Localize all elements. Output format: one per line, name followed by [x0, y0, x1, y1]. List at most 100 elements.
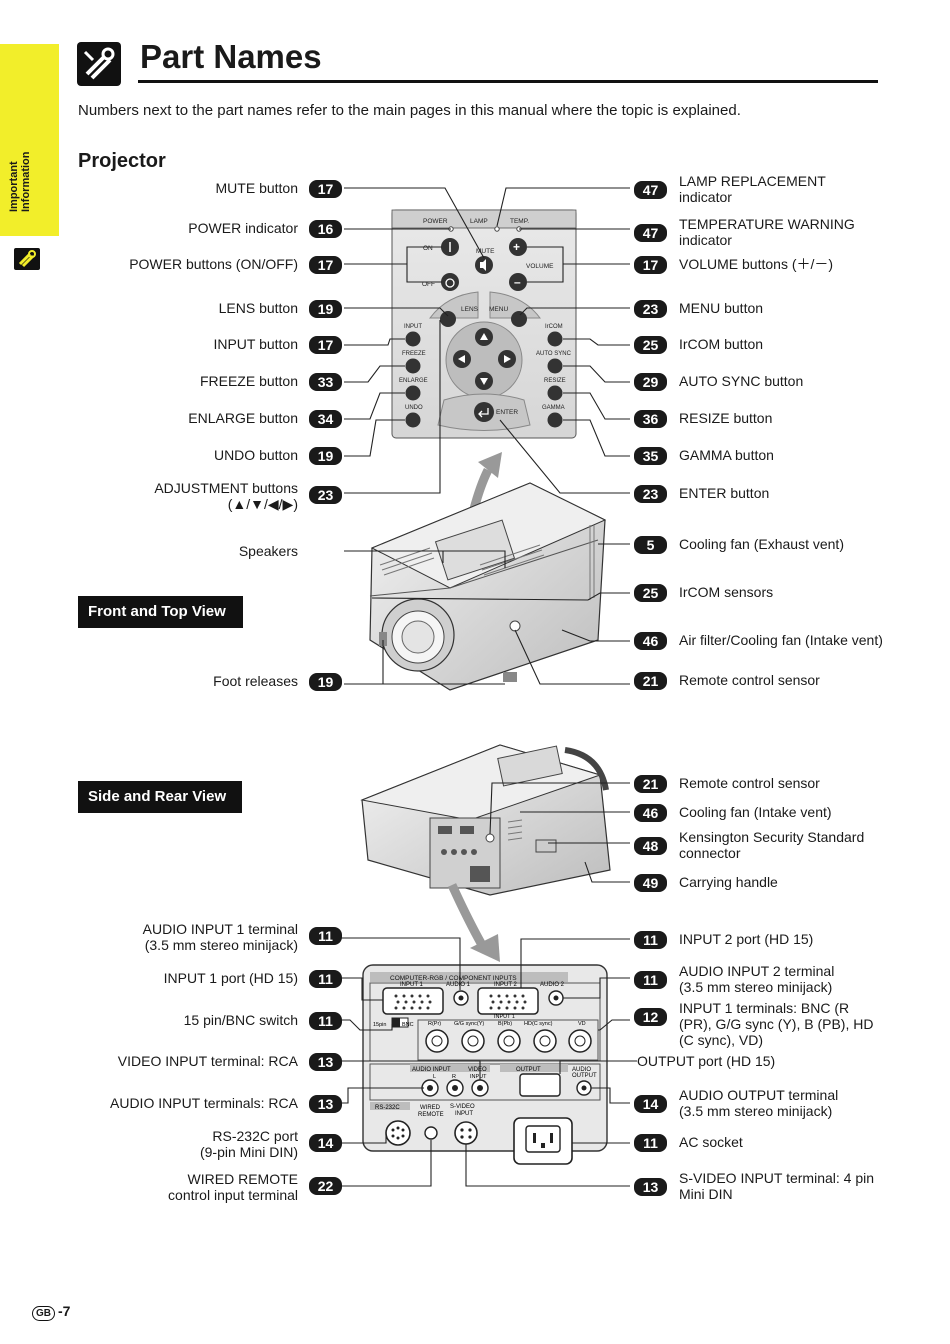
front-label: Speakers	[238, 543, 298, 559]
page-ref-badge: 11	[634, 1134, 667, 1152]
page-ref-badge: 23	[309, 486, 342, 504]
view-banner-rear: Side and Rear View	[78, 781, 242, 813]
rear-label: RS-232C port (9-pin Mini DIN)	[199, 1128, 298, 1160]
front-label: LAMP REPLACEMENT indicator	[679, 173, 826, 205]
rear-audio-text: AUDIO	[572, 1067, 591, 1073]
rear-video-text: VIDEO	[468, 1067, 487, 1073]
rear-label: Kensington Security Standard connector	[679, 829, 865, 861]
front-label: POWER indicator	[188, 220, 298, 236]
page-ref-badge: 46	[634, 804, 667, 822]
page-footer: GB-7	[32, 1303, 70, 1321]
rear-r-text: R	[452, 1074, 456, 1080]
panel-on-text: ON	[423, 245, 433, 252]
front-label: IrCOM sensors	[679, 584, 774, 600]
front-label: GAMMA button	[679, 447, 774, 463]
rear-output-text: OUTPUT	[516, 1067, 541, 1073]
page-ref-badge: 25	[634, 336, 667, 354]
panel-gamma-text: GAMMA	[542, 405, 565, 411]
rear-input1-text: INPUT 1	[400, 982, 424, 988]
rear-label: AUDIO INPUT 2 terminal (3.5 mm stereo mi…	[679, 963, 835, 995]
panel-enlarge-text: ENLARGE	[399, 378, 428, 384]
rear-label: S-VIDEO INPUT terminal: 4 pin Mini DIN	[679, 1170, 875, 1202]
panel-enter-text: ENTER	[496, 409, 518, 416]
rear-15pin-text: 15pin	[373, 1022, 386, 1028]
power-off-button-shape	[441, 273, 459, 291]
rear-label: OUTPUT port (HD 15)	[637, 1053, 776, 1069]
page-ref-badge: 49	[634, 874, 667, 892]
view-banner-front: Front and Top View	[78, 596, 243, 628]
panel-resize-text: RESIZE	[544, 378, 566, 384]
front-label: FREEZE button	[199, 373, 298, 389]
page-ref-badge: 25	[634, 584, 667, 602]
panel-input-text: INPUT	[404, 324, 422, 330]
rear-audio-input-text: AUDIO INPUT	[412, 1067, 451, 1073]
panel-off-text: OFF	[422, 281, 435, 288]
page-ref-badge: 16	[309, 220, 342, 238]
rear-rpr-text: R(Pr)	[428, 1021, 441, 1027]
rear-wired-text: WIRED	[420, 1105, 441, 1111]
rear-svideo-text: S-VIDEO	[450, 1104, 475, 1110]
panel-lamp-text: LAMP	[470, 218, 488, 225]
front-label: IrCOM button	[679, 336, 764, 352]
rear-label: AUDIO OUTPUT terminal (3.5 mm stereo min…	[679, 1087, 839, 1119]
panel-autosync-text: AUTO SYNC	[536, 351, 572, 357]
page-ref-badge: 14	[309, 1134, 342, 1152]
front-label: AUTO SYNC button	[679, 373, 804, 389]
rear-label: AC socket	[679, 1134, 743, 1150]
rear-hdc-text: HD(C sync)	[524, 1021, 553, 1027]
page-ref-badge: 11	[634, 931, 667, 949]
page-ref-badge: 17	[634, 256, 667, 274]
projector-front-illustration	[369, 482, 607, 691]
front-label: Air filter/Cooling fan (Intake vent)	[679, 632, 883, 648]
panel-mute-text: MUTE	[476, 248, 495, 255]
rear-label: WIRED REMOTE control input terminal	[168, 1171, 298, 1203]
rear-audio2-text: AUDIO 2	[540, 982, 565, 988]
page-ref-badge: 46	[634, 632, 667, 650]
page-ref-badge: 47	[634, 181, 667, 199]
page-ref-badge: 17	[309, 180, 342, 198]
rear-bpb-text: B(Pb)	[498, 1021, 512, 1027]
page-ref-badge: 29	[634, 373, 667, 391]
front-label: MENU button	[679, 300, 764, 316]
rear-label: VIDEO INPUT terminal: RCA	[117, 1053, 298, 1069]
control-panel: POWER LAMP TEMP. ON OFF MUTE + – VOLUME …	[391, 209, 577, 439]
page-ref-badge: 13	[634, 1178, 667, 1196]
page-ref-badge: 23	[634, 300, 667, 318]
rear-label: Cooling fan (Intake vent)	[679, 804, 832, 820]
rear-remote-text: REMOTE	[418, 1112, 444, 1118]
panel-temp-text: TEMP.	[510, 218, 529, 225]
front-label: ENTER button	[679, 485, 770, 501]
rear-label: AUDIO INPUT 1 terminal (3.5 mm stereo mi…	[142, 921, 298, 953]
panel-power-text: POWER	[423, 218, 448, 225]
page-title: Part Names	[140, 38, 322, 75]
rear-label: Remote control sensor	[679, 775, 820, 791]
page-ref-badge: 19	[309, 300, 342, 318]
title-rule	[138, 80, 878, 83]
rear-bnc-input1-text: INPUT 1	[494, 1014, 515, 1020]
rear-label: 15 pin/BNC switch	[183, 1012, 298, 1028]
rear-label: INPUT 1 terminals: BNC (R (PR), G/G sync…	[679, 1000, 874, 1048]
page-ref-badge: 36	[634, 410, 667, 428]
rear-input2-text: INPUT 2	[494, 982, 518, 988]
page-ref-badge: 22	[309, 1177, 342, 1195]
front-label: VOLUME buttons (＋/－)	[679, 256, 834, 272]
page-ref-badge: 11	[309, 927, 342, 945]
front-label: LENS button	[218, 300, 298, 316]
page-ref-badge: 5	[634, 536, 667, 554]
panel-volume-text: VOLUME	[526, 263, 554, 270]
page-ref-badge: 19	[309, 673, 342, 691]
rear-label: AUDIO INPUT terminals: RCA	[110, 1095, 298, 1111]
panel-lens-text: LENS	[461, 306, 479, 313]
page-ref-badge: 12	[634, 1008, 667, 1026]
rear-sv-input-text: INPUT	[455, 1111, 473, 1117]
rear-l-text: L	[433, 1074, 436, 1080]
rear-bnc-text: BNC	[402, 1022, 414, 1028]
leader-lines	[338, 187, 637, 1187]
rear-terminal-panel: COMPUTER-RGB / COMPONENT INPUTS INPUT 1 …	[362, 964, 608, 1165]
rear-gsync-text: G/G sync(Y)	[454, 1021, 484, 1027]
rear-label: Carrying handle	[679, 874, 778, 890]
front-label: Cooling fan (Exhaust vent)	[679, 536, 844, 552]
svg-text:–: –	[514, 275, 521, 289]
gb-badge: GB	[32, 1306, 55, 1321]
